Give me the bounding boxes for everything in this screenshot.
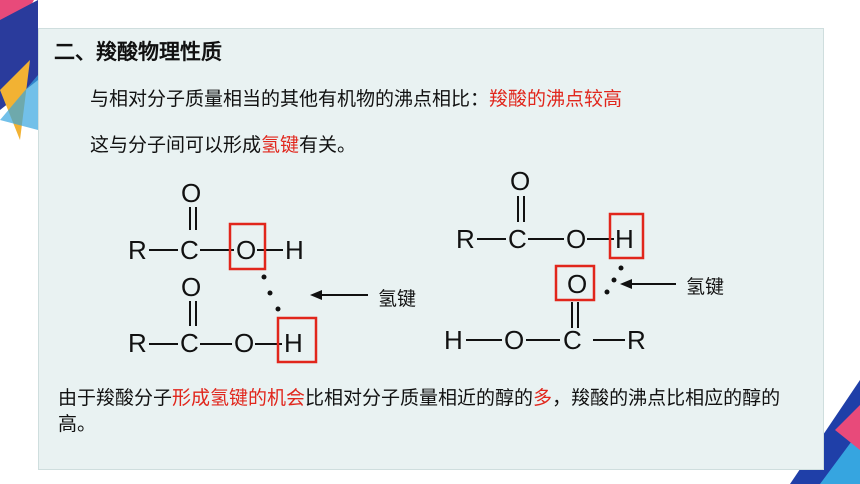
statement-highlight: 羧酸的沸点较高: [489, 88, 623, 110]
left-hbond-label: 氢键: [378, 288, 417, 310]
conclusion-highlight-2: 多: [533, 387, 553, 409]
left-bottom-c: C: [180, 328, 199, 358]
corner-shape-br-cyan: [820, 430, 860, 484]
statement-highlight-hbond: 氢键: [261, 134, 300, 156]
section-heading: 二、羧酸物理性质: [54, 40, 222, 64]
right-bottom-r: R: [627, 325, 646, 355]
left-top-o-double: O: [181, 178, 201, 208]
right-arrow-head-icon: [620, 279, 632, 289]
left-bottom-r: R: [128, 328, 147, 358]
right-bottom-c: C: [563, 325, 582, 355]
right-bottom-o: O: [504, 325, 524, 355]
statement-line-2: 这与分子间可以形成氢键有关。: [90, 130, 356, 157]
left-top-o-highlight-box: [228, 222, 267, 271]
left-bottom-o-double: O: [181, 272, 201, 302]
left-top-c: C: [180, 235, 199, 265]
right-top-h-highlight-box: [608, 212, 645, 260]
left-bottom-h: H: [284, 328, 303, 358]
left-arrow-head-icon: [310, 290, 322, 300]
statement-line-1: 与相对分子质量相当的其他有机物的沸点相比：羧酸的沸点较高: [90, 84, 622, 111]
statement-text: 与相对分子质量相当的其他有机物的沸点相比：: [90, 88, 490, 110]
right-top-c: C: [508, 224, 527, 254]
conclusion-highlight-1: 形成氢键的机会: [172, 387, 306, 409]
left-bottom-o: O: [234, 328, 254, 358]
left-bottom-h-highlight-box: [276, 316, 318, 364]
statement-text-after: 有关。: [299, 134, 357, 156]
conclusion-text-1: 由于羧酸分子: [58, 387, 173, 409]
right-top-r: R: [456, 224, 475, 254]
left-top-o: O: [236, 235, 256, 265]
conclusion-text-2: 比相对分子质量相近的醇的: [305, 387, 534, 409]
conclusion-paragraph: 由于羧酸分子形成氢键的机会比相对分子质量相近的醇的多，羧酸的沸点比相应的醇的高。: [58, 385, 818, 437]
right-structure: O R C O H O H O C R: [444, 166, 676, 355]
right-bottom-o-double: O: [567, 269, 587, 299]
statement-text-before: 这与分子间可以形成: [90, 134, 262, 156]
left-top-h: H: [285, 235, 304, 265]
right-top-o-double: O: [510, 166, 530, 196]
right-top-o: O: [566, 224, 586, 254]
right-bottom-h: H: [444, 325, 463, 355]
corner-shape-cyan: [0, 75, 38, 130]
right-bottom-o-highlight-box: [554, 264, 596, 302]
right-top-h: H: [615, 224, 634, 254]
conclusion-text-3: ，羧酸的沸点比相应的醇的高。: [58, 387, 781, 435]
right-hbond-label: 氢键: [686, 276, 725, 298]
corner-shape-br-pink: [835, 405, 860, 450]
left-structure: O R C O H O R C O H: [128, 178, 368, 364]
left-top-r: R: [128, 235, 147, 265]
